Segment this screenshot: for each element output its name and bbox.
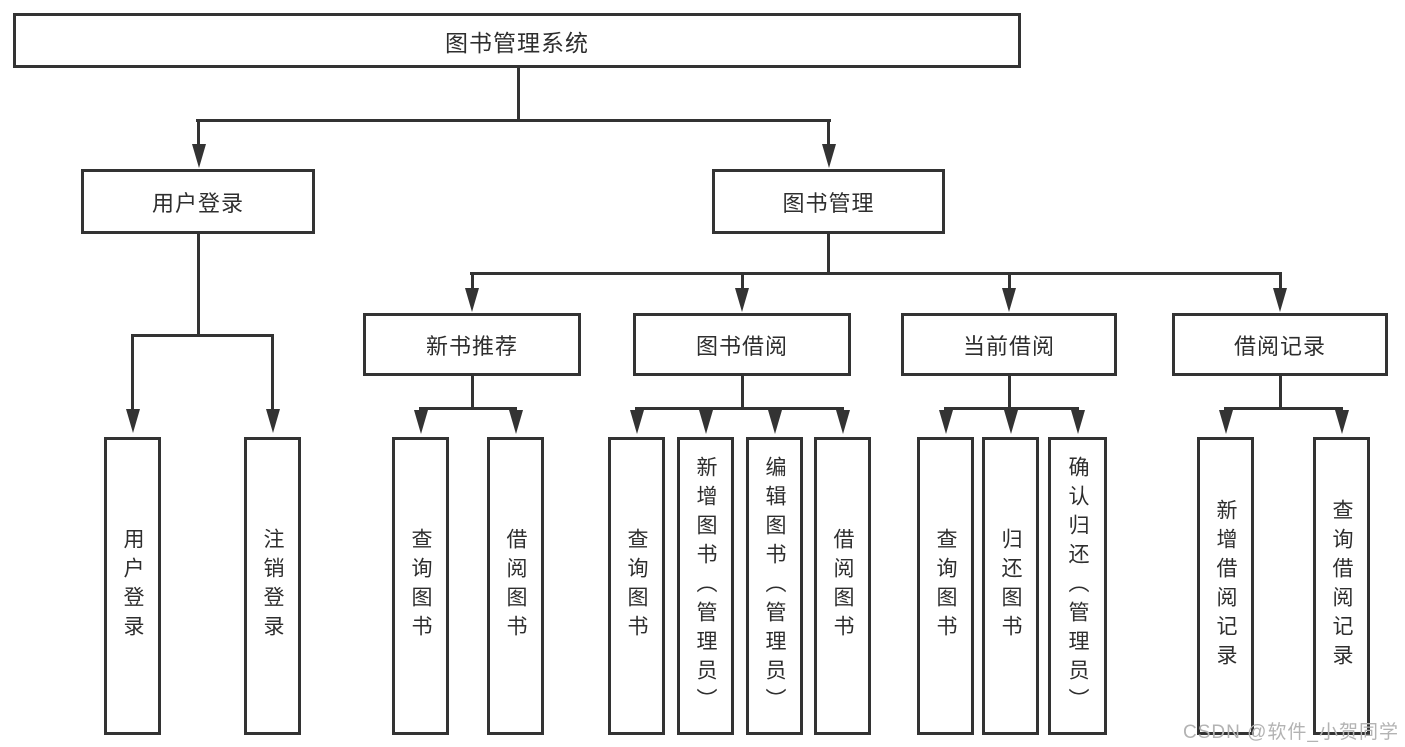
edge-bb-borrow-arrowhead <box>836 410 850 434</box>
node-leaf-login: 用户登录 <box>104 437 161 735</box>
edge-root-stem-line <box>517 66 520 122</box>
edge-borrow-branch-line <box>635 407 844 410</box>
node-leaf-br-add: 新增借阅记录 <box>1197 437 1254 735</box>
edge-bb-query-arrowhead <box>630 410 644 434</box>
node-leaf-cb-return: 归还图书 <box>982 437 1039 735</box>
node-leaf-bb-add: 新增图书（管理员） <box>677 437 734 735</box>
edge-mgmt-stem-line <box>827 231 830 274</box>
node-root: 图书管理系统 <box>13 13 1021 68</box>
node-leaf-bb-edit-label: 编辑图书（管理员） <box>763 455 786 717</box>
node-leaf-bb-edit: 编辑图书（管理员） <box>746 437 803 735</box>
edge-br-query-arrowhead <box>1335 410 1349 434</box>
node-root-label: 图书管理系统 <box>445 29 589 56</box>
node-book-mgmt: 图书管理 <box>712 169 945 234</box>
edge-cb-confirm-arrowhead <box>1071 410 1085 434</box>
edge-borrow-stem-line <box>741 375 744 408</box>
node-new-book-rec-label: 新书推荐 <box>425 333 518 359</box>
node-current-borrow-label: 当前借阅 <box>962 333 1055 359</box>
node-leaf-bb-query-label: 查询图书 <box>625 528 648 644</box>
node-leaf-cb-query-label: 查询图书 <box>934 528 957 644</box>
csdn-watermark: CSDN @软件_小贺同学 <box>1183 722 1399 743</box>
node-new-book-rec: 新书推荐 <box>363 313 581 376</box>
edge-bb-edit-arrowhead <box>768 410 782 434</box>
node-leaf-nb-query: 查询图书 <box>392 437 449 735</box>
edge-cb-query-arrowhead <box>939 410 953 434</box>
edge-borrow-record-shaft-line <box>1279 272 1282 289</box>
edge-leaf-logout-shaft-line <box>271 334 274 410</box>
node-leaf-cb-confirm-label: 确认归还（管理员） <box>1066 455 1089 717</box>
edge-record-branch-line <box>1224 407 1343 410</box>
edge-current-stem-line <box>1008 375 1011 408</box>
node-current-borrow: 当前借阅 <box>901 313 1117 376</box>
edge-login-branch-line <box>131 334 274 337</box>
node-leaf-br-query: 查询借阅记录 <box>1313 437 1370 735</box>
node-leaf-cb-return-label: 归还图书 <box>999 528 1022 644</box>
node-leaf-bb-add-label: 新增图书（管理员） <box>694 455 717 717</box>
edge-record-stem-line <box>1279 375 1282 408</box>
edge-leaf-login-arrowhead <box>126 409 140 433</box>
edge-current-borrow-shaft-line <box>1008 272 1011 289</box>
node-book-borrow-label: 图书借阅 <box>695 333 788 359</box>
node-leaf-logout-label: 注销登录 <box>261 528 284 644</box>
edge-new-book-shaft-line <box>471 272 474 289</box>
edge-current-branch-line <box>944 407 1079 410</box>
edge-cb-return-arrowhead <box>1004 410 1018 434</box>
node-borrow-record-label: 借阅记录 <box>1233 333 1326 359</box>
edge-br-add-arrowhead <box>1219 410 1233 434</box>
edge-newbook-branch-line <box>419 407 517 410</box>
node-leaf-br-query-label: 查询借阅记录 <box>1330 499 1353 673</box>
edge-leaf-logout-arrowhead <box>266 409 280 433</box>
node-leaf-bb-borrow-label: 借阅图书 <box>831 528 854 644</box>
node-leaf-cb-query: 查询图书 <box>917 437 974 735</box>
node-leaf-bb-query: 查询图书 <box>608 437 665 735</box>
node-user-login: 用户登录 <box>81 169 315 234</box>
edge-newbook-stem-line <box>471 375 474 408</box>
edge-book-borrow-shaft-line <box>741 272 744 289</box>
edge-book-mgmt-arrowhead <box>822 144 836 168</box>
edge-user-login-arrowhead <box>192 144 206 168</box>
edge-login-stem-line <box>197 231 200 336</box>
edge-current-borrow-arrowhead <box>1002 288 1016 312</box>
edge-user-login-shaft-line <box>197 119 200 146</box>
edge-nb-query-arrowhead <box>414 410 428 434</box>
node-leaf-bb-borrow: 借阅图书 <box>814 437 871 735</box>
node-leaf-nb-query-label: 查询图书 <box>409 528 432 644</box>
edge-borrow-record-arrowhead <box>1273 288 1287 312</box>
edge-book-borrow-arrowhead <box>735 288 749 312</box>
edge-book-mgmt-shaft-line <box>827 119 830 146</box>
node-leaf-logout: 注销登录 <box>244 437 301 735</box>
edge-new-book-arrowhead <box>465 288 479 312</box>
node-leaf-nb-borrow-label: 借阅图书 <box>504 528 527 644</box>
node-book-borrow: 图书借阅 <box>633 313 851 376</box>
edge-mgmt-branch-line <box>470 272 1282 275</box>
node-leaf-login-label: 用户登录 <box>121 528 144 644</box>
edge-root-branch-line <box>196 119 831 122</box>
edge-leaf-login-shaft-line <box>131 334 134 410</box>
node-leaf-br-add-label: 新增借阅记录 <box>1214 499 1237 673</box>
node-borrow-record: 借阅记录 <box>1172 313 1388 376</box>
node-user-login-label: 用户登录 <box>151 190 244 216</box>
node-book-mgmt-label: 图书管理 <box>782 190 875 216</box>
node-leaf-nb-borrow: 借阅图书 <box>487 437 544 735</box>
edge-bb-add-arrowhead <box>699 410 713 434</box>
edge-nb-borrow-arrowhead <box>509 410 523 434</box>
node-leaf-cb-confirm: 确认归还（管理员） <box>1048 437 1107 735</box>
